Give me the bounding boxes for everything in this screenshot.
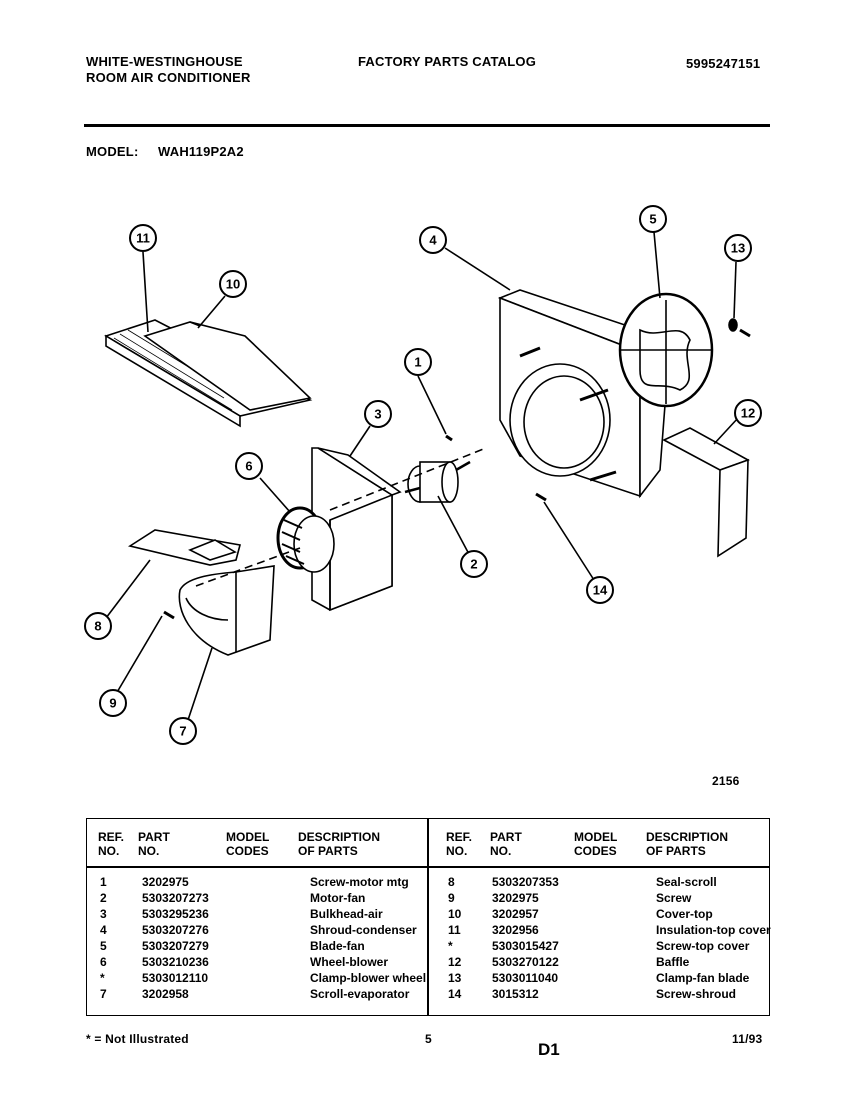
fan-blade-part	[618, 292, 714, 408]
callout-11	[129, 224, 157, 252]
scroll-evaporator-part	[178, 565, 275, 656]
header-rule	[84, 124, 770, 127]
callout-5	[639, 205, 667, 233]
brand-line-2: ROOM AIR CONDITIONER	[86, 70, 251, 85]
callout-label-9: 9	[109, 696, 116, 711]
clamp-fan-blade-part	[728, 318, 751, 338]
callout-7	[169, 717, 197, 745]
model-value: WAH119P2A2	[158, 144, 244, 159]
callout-label-14: 14	[593, 583, 608, 598]
screw-part-9	[163, 610, 175, 620]
callout-9	[99, 689, 127, 717]
motor-fan-part	[404, 460, 471, 503]
left-col-ref-header: REF.NO.	[98, 830, 125, 858]
model-label: MODEL:	[86, 144, 139, 159]
callout-4	[419, 226, 447, 254]
catalog-title: FACTORY PARTS CATALOG	[358, 54, 537, 69]
seal-scroll-part	[127, 529, 241, 566]
callout-10	[219, 270, 247, 298]
callout-14	[586, 576, 614, 604]
right-col-ref-header: REF.NO.	[446, 830, 473, 858]
bulkhead-air-part	[311, 447, 402, 612]
callouts	[84, 205, 762, 745]
cover-top-part	[143, 321, 312, 411]
blower-wheel-part	[276, 506, 335, 573]
callout-label-3: 3	[374, 407, 381, 422]
page-number: 5	[425, 1032, 432, 1046]
not-illustrated-note: * = Not Illustrated	[86, 1032, 189, 1046]
callout-2	[460, 550, 488, 578]
callout-label-2: 2	[470, 557, 477, 572]
callout-12	[734, 399, 762, 427]
catalog-number: 5995247151	[686, 56, 761, 71]
callout-label-11: 11	[136, 231, 150, 246]
callout-label-13: 13	[731, 241, 745, 256]
callout-label-10: 10	[226, 277, 240, 292]
callout-label-4: 4	[429, 233, 437, 248]
callout-3	[364, 400, 392, 428]
callout-label-8: 8	[94, 619, 101, 634]
callout-8	[84, 612, 112, 640]
callout-13	[724, 234, 752, 262]
figure-number: 2156	[712, 774, 740, 788]
baffle-part	[662, 427, 750, 558]
section-label: D1	[538, 1040, 560, 1059]
callout-label-6: 6	[245, 459, 252, 474]
table-divider	[427, 818, 429, 1016]
table-header-rule	[86, 866, 770, 868]
callout-6	[235, 452, 263, 480]
callout-label-7: 7	[179, 724, 186, 739]
callout-1	[404, 348, 432, 376]
callout-label-12: 12	[741, 406, 755, 421]
brand-line-1: WHITE-WESTINGHOUSE	[86, 54, 243, 69]
catalog-date: 11/93	[732, 1032, 763, 1046]
callout-label-1: 1	[414, 355, 421, 370]
callout-label-5: 5	[649, 212, 656, 227]
